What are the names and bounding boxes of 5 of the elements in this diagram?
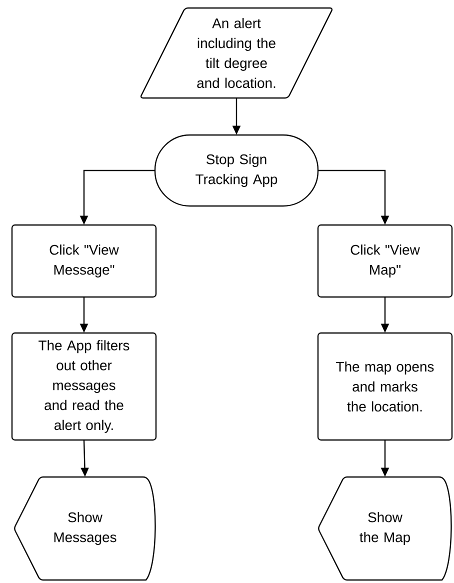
- process-box: The App filters out other messages and read the alert only.: [11, 332, 157, 441]
- process-box: Click "View Message": [11, 224, 157, 298]
- process-box: Click "View Map": [317, 224, 453, 298]
- process-box: The map opens and marks the location.: [317, 332, 453, 441]
- input-parallelogram: An alert including the tilt degree and location.: [140, 7, 333, 99]
